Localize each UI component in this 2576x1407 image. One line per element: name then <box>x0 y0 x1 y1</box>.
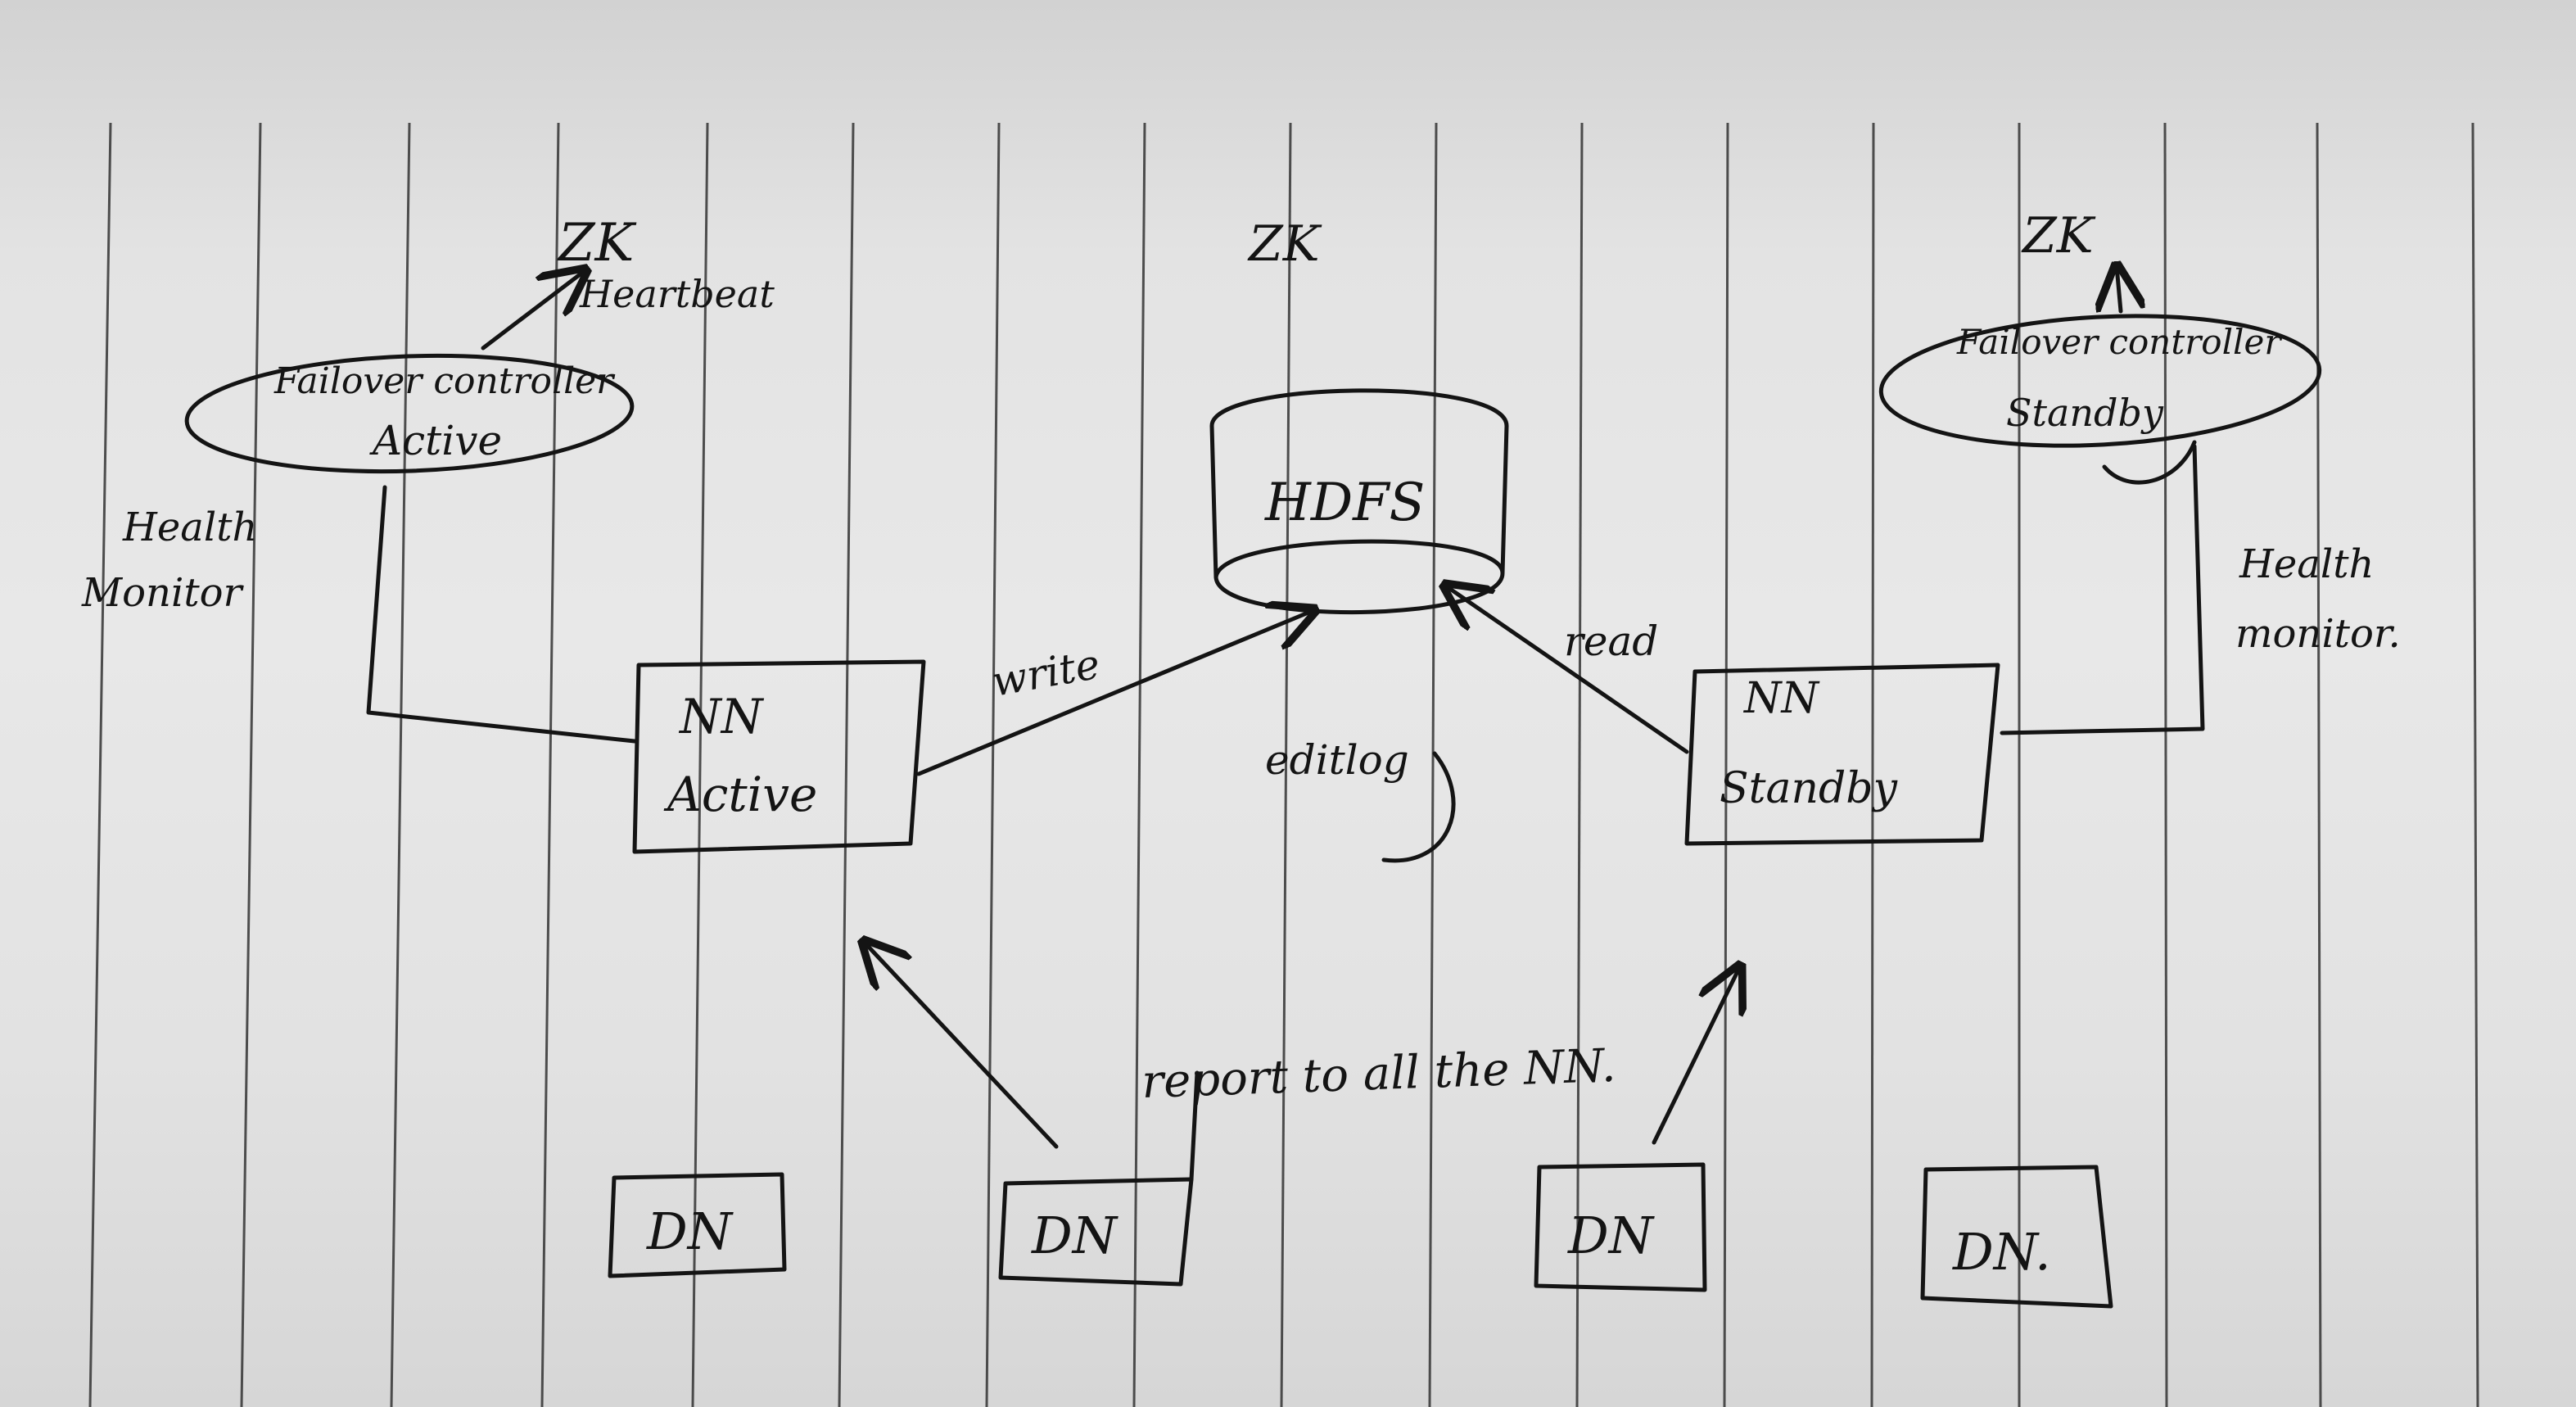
dn-box-4 <box>1920 1165 2113 1309</box>
dn-label-1: DN <box>646 1201 734 1261</box>
nn-active-line2: Active <box>663 767 817 822</box>
zk-center-label: ZK <box>1247 215 1322 273</box>
nn-active-line1: NN <box>678 689 765 744</box>
dn-box-3 <box>1534 1162 1707 1292</box>
editlog-label: editlog <box>1265 736 1409 784</box>
heartbeat-arrow <box>481 270 585 351</box>
hdfs-label: HDFS <box>1264 473 1425 533</box>
editlog-curl <box>1381 751 1456 863</box>
fc-standby-label-line1: Failover controller <box>1956 322 2283 362</box>
standby-zk-arrow <box>2117 266 2121 314</box>
fc-active-ellipse <box>184 353 635 474</box>
report-arrow-standby <box>1189 1070 1200 1182</box>
health-left-line2: Monitor <box>81 570 245 616</box>
fc-standby-ellipse <box>1878 314 2322 448</box>
read-arrow <box>1445 586 1689 754</box>
nn-active-box <box>632 659 926 854</box>
dn-label-4: DN. <box>1952 1222 2051 1282</box>
write-arrow <box>916 610 1314 776</box>
dn-box-2 <box>998 1177 1194 1287</box>
health-right-line2: monitor. <box>2235 611 2401 657</box>
health-connector-left <box>366 485 637 744</box>
nn-standby-line1: NN <box>1742 674 1820 723</box>
fc-active-label-line2: Active <box>369 417 502 464</box>
report-label: report to all the NN. <box>1141 1039 1616 1109</box>
zk-left-label: ZK <box>557 213 636 274</box>
health-right-line1: Health <box>2239 541 2374 587</box>
dn-label-2: DN <box>1031 1206 1119 1265</box>
health-connector-right <box>2000 444 2205 735</box>
zk-right-label: ZK <box>2021 207 2096 265</box>
standby-curl <box>2102 440 2197 485</box>
health-left-line1: Health <box>122 504 257 550</box>
report-arrow-active <box>864 942 1059 1149</box>
dn-box-1 <box>608 1172 787 1278</box>
heartbeat-label: Heartbeat <box>579 272 775 316</box>
fc-standby-label-line2: Standby <box>2006 391 2164 435</box>
nn-standby-box <box>1684 663 2000 846</box>
nn-standby-line2: Standby <box>1720 764 1898 813</box>
dn-label-3: DN <box>1567 1206 1656 1265</box>
fc-active-label-line1: Failover controller <box>273 360 616 402</box>
write-label: write <box>988 640 1103 706</box>
read-label: read <box>1564 618 1658 665</box>
ruled-lines <box>88 122 2479 1407</box>
report-arrow-standby-head <box>1652 966 1740 1145</box>
